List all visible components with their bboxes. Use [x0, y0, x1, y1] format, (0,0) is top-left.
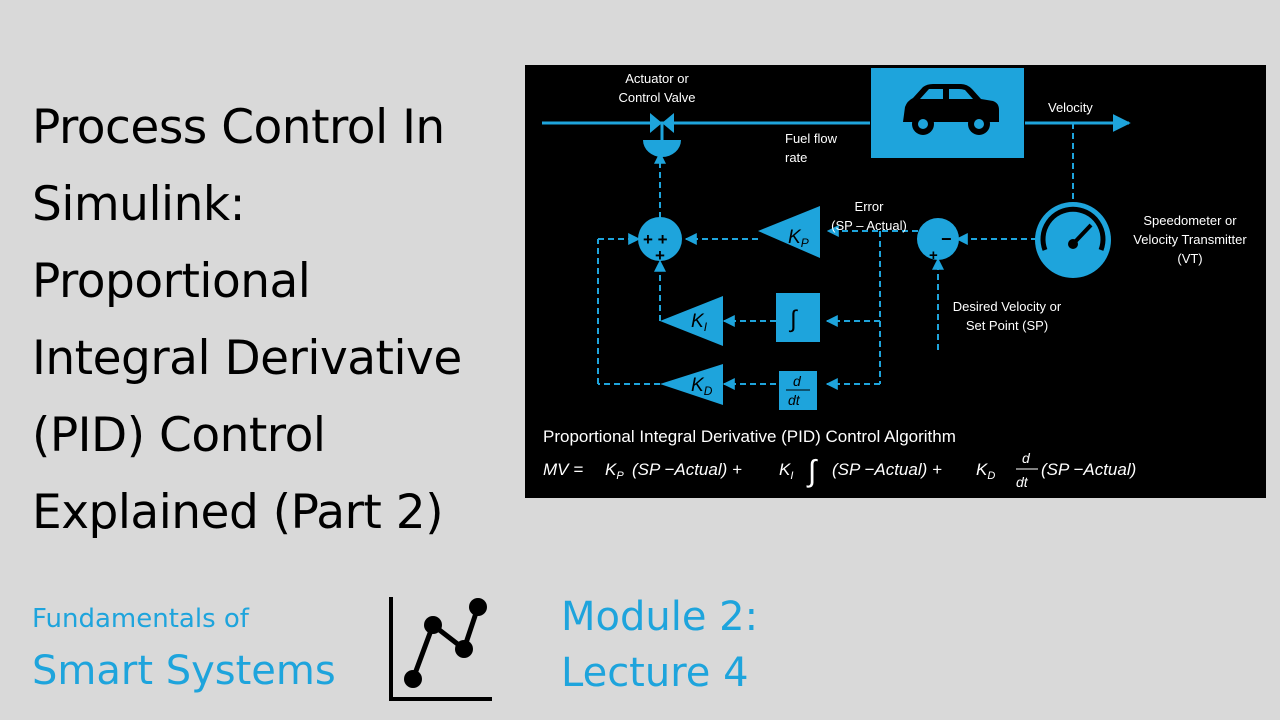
- speedometer-label-2: Velocity Transmitter: [1133, 232, 1247, 247]
- speedometer-icon: [1035, 202, 1111, 278]
- error-label-1: Error: [855, 199, 885, 214]
- velocity-label: Velocity: [1048, 100, 1093, 115]
- summing-junction: [638, 217, 682, 261]
- fuel-flow-label-2: rate: [785, 150, 807, 165]
- line-chart-icon: [389, 597, 492, 701]
- comparator-plus-sign: +: [929, 247, 938, 264]
- eq-kd: KD: [976, 460, 995, 482]
- kd-label: KD: [691, 375, 713, 398]
- sum-bottom-sign: +: [655, 246, 665, 265]
- kp-label: KP: [788, 227, 809, 250]
- kd-gain-block: [660, 364, 723, 405]
- title-line-3: Proportional: [32, 254, 311, 309]
- pid-block-diagram: + + + − + KP KI KD ∫ d dt Actuator or Co…: [525, 65, 1266, 498]
- module-line-2: Lecture 4: [561, 650, 749, 696]
- eq-kp: KP: [605, 460, 624, 482]
- error-comparator: [917, 218, 959, 260]
- kp-gain-block: [758, 206, 820, 258]
- derivative-denominator: dt: [788, 392, 801, 408]
- sum-signs: + +: [643, 230, 668, 249]
- comparator-minus-sign: −: [941, 229, 952, 249]
- title-line-2: Simulink:: [32, 177, 245, 232]
- algorithm-title: Proportional Integral Derivative (PID) C…: [543, 427, 956, 446]
- fuel-flow-label-1: Fuel flow: [785, 131, 838, 146]
- title-line-1: Process Control In: [32, 100, 445, 155]
- speedometer-label-3: (VT): [1177, 251, 1202, 266]
- ki-label: KI: [691, 311, 708, 334]
- setpoint-label-1: Desired Velocity or: [953, 299, 1062, 314]
- branding-line-1: Fundamentals of: [32, 604, 249, 634]
- actuator-label-2: Control Valve: [618, 90, 695, 105]
- eq-integral: ∫: [806, 455, 818, 488]
- title-line-5: (PID) Control: [32, 408, 326, 463]
- error-label-2: (SP – Actual): [831, 218, 907, 233]
- integral-block: [776, 293, 820, 342]
- title-line-4: Integral Derivative: [32, 331, 462, 386]
- eq-term-3: (SP −Actual): [1041, 460, 1136, 479]
- module-line-1: Module 2:: [561, 594, 759, 640]
- setpoint-label-2: Set Point (SP): [966, 318, 1048, 333]
- pid-equation: MV = KP (SP −Actual) + KI ∫ (SP −Actual)…: [543, 450, 1136, 490]
- eq-dt: dt: [1016, 474, 1029, 490]
- actuator-label-1: Actuator or: [625, 71, 689, 86]
- eq-mv: MV =: [543, 460, 583, 479]
- speedometer-label-1: Speedometer or: [1143, 213, 1237, 228]
- integral-symbol: ∫: [788, 306, 798, 333]
- eq-ki: KI: [779, 460, 793, 482]
- title-line-6: Explained (Part 2): [32, 485, 444, 540]
- eq-d: d: [1022, 450, 1031, 466]
- branding-line-2: Smart Systems: [32, 648, 336, 694]
- derivative-numerator: d: [793, 373, 802, 389]
- eq-term-2: (SP −Actual) +: [832, 460, 942, 479]
- car-icon: [903, 84, 999, 135]
- eq-term-1: (SP −Actual) +: [632, 460, 742, 479]
- valve-icon: [643, 113, 681, 157]
- ki-gain-block: [660, 296, 723, 346]
